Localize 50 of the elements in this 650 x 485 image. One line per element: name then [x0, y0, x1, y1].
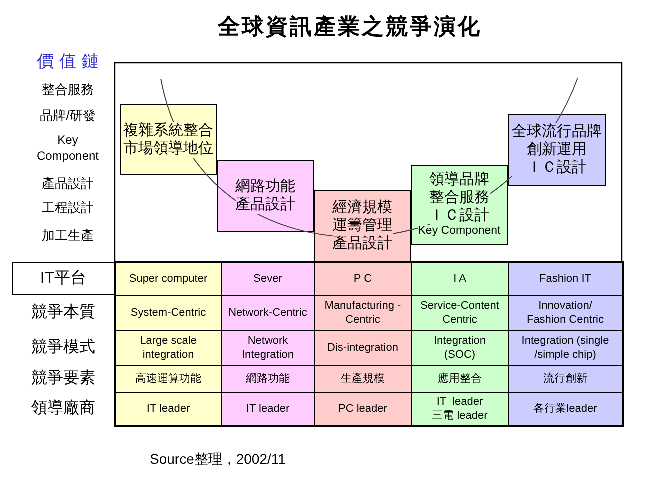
- table-cell: Manufacturing -Centric: [314, 295, 412, 331]
- row-header: 領導廠商: [30, 398, 96, 419]
- table-cell: System-Centric: [115, 295, 222, 331]
- step-box: [508, 114, 606, 186]
- row-header: 競爭模式: [30, 338, 96, 358]
- value-chain-stage: 加工生產: [41, 226, 95, 245]
- value-chain-stage: 工程設計: [41, 198, 95, 217]
- axis-title: 價 值 鏈: [36, 50, 100, 74]
- row-header: 競爭要素: [30, 368, 96, 389]
- table-cell: Integration (SOC): [411, 330, 509, 366]
- box-text: 複雜系統整合市場領導地位: [124, 122, 214, 158]
- table-cell: 各行業leader: [508, 392, 623, 426]
- value-chain-stage: 整合服務: [41, 80, 95, 99]
- table-cell: 網路功能: [221, 365, 315, 393]
- table-cell: 應用整合: [411, 365, 509, 393]
- table-cell: Network-Centric: [221, 295, 315, 331]
- value-chain-stage: 品牌/研發: [39, 106, 97, 125]
- table-cell: PC leader: [314, 392, 412, 426]
- box-text: 領導品牌整合服務ＩＣ設計: [430, 171, 490, 226]
- source-note: Source整理，2002/11: [150, 450, 287, 469]
- title: 全球資訊產業之競爭演化: [216, 13, 483, 42]
- table-cell: 流行創新: [508, 365, 623, 393]
- table-cell: IT leader: [115, 392, 222, 426]
- table-cell: Service-Content Centric: [411, 295, 509, 331]
- table-cell: Sever: [221, 262, 315, 296]
- step-box: [411, 165, 508, 245]
- step-box: [314, 190, 411, 262]
- table-cell: Super computer: [115, 262, 222, 296]
- step-box: [217, 160, 314, 232]
- table-cell: Large scale integration: [115, 330, 222, 366]
- table-cell: 高速運算功能: [115, 365, 222, 393]
- table-cell: IT leader: [221, 392, 315, 426]
- table-cell: Dis-integration: [314, 330, 412, 366]
- table-cell: IT leader 三電 leader: [411, 392, 509, 426]
- box-text: 經濟規模運籌管理產品設計: [332, 199, 392, 253]
- table-cell: 生產規模: [314, 365, 412, 393]
- table-cell: P C: [314, 262, 412, 296]
- box-text: 全球流行品牌創新運用ＩＣ設計: [512, 123, 602, 177]
- value-chain-stage: 產品設計: [41, 174, 95, 193]
- box-subtext: Key Component: [418, 225, 501, 239]
- table-cell: Network Integration: [221, 330, 315, 366]
- step-box: [120, 104, 217, 175]
- table-cell: Innovation/ Fashion Centric: [508, 295, 623, 331]
- value-chain-stage: Key Component: [36, 132, 100, 165]
- row-header: 競爭本質: [30, 302, 96, 323]
- row-header-box: [12, 262, 115, 295]
- table-cell: Integration (single /simple chip): [508, 330, 623, 366]
- box-text: 網路功能產品設計: [236, 178, 296, 214]
- table-cell: Fashion IT: [508, 262, 623, 296]
- table-cell: I A: [411, 262, 509, 296]
